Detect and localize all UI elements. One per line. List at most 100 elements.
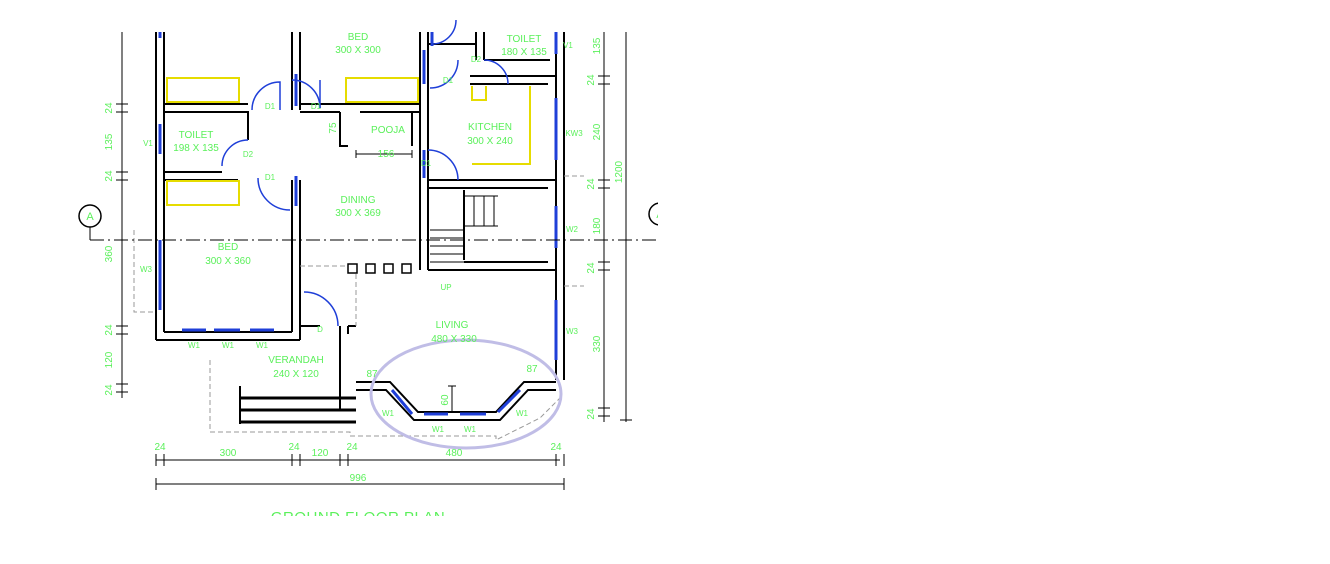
dim-bay-b: 87 (526, 364, 538, 375)
tag-w1-e: W1 (432, 425, 445, 434)
tag-v1-left: V1 (143, 139, 153, 148)
dim-bottom-f: 480 (446, 448, 463, 459)
dim-right-total: 1200 (614, 160, 625, 183)
tag-d1-a: D1 (265, 102, 276, 111)
dim-right-f: 24 (586, 262, 597, 274)
dim-left-c: 24 (104, 170, 115, 182)
dim-line-pooja (355, 150, 413, 158)
room-bed-left-size: 300 X 360 (205, 256, 251, 267)
windows (158, 32, 558, 416)
opening-tags: D1 D1 D1 D1 D1 D2 D2 D V1 V1 KW3 W2 W3 W… (140, 41, 583, 434)
tag-d: D (317, 325, 323, 334)
dim-pooja-h: 75 (328, 122, 339, 134)
dim-bottom-c: 24 (288, 442, 300, 453)
wardrobe-bed-top-left (166, 77, 240, 103)
staircase (430, 195, 498, 263)
dashed-left (133, 230, 156, 313)
tag-d1-d: D1 (443, 76, 454, 85)
room-verandah-name: VERANDAH (268, 355, 324, 366)
dim-line-left (116, 32, 128, 398)
tag-d2-a: D2 (243, 150, 254, 159)
column-1 (347, 263, 358, 274)
dim-pooja-w: 156 (378, 149, 395, 160)
wall-bed-bottom (156, 331, 300, 341)
wall-toilet-left (164, 103, 249, 181)
room-pooja-name: POOJA (371, 125, 405, 136)
wall-stairs (428, 261, 556, 271)
room-bed-top-name: BED (348, 32, 369, 43)
wardrobe-bed-left (166, 180, 240, 206)
room-toilet-left-size: 198 X 135 (173, 143, 219, 154)
dim-bay-a: 87 (366, 369, 378, 380)
grid-marker-right-crop (658, 196, 678, 236)
tag-w3-right: W3 (566, 327, 579, 336)
room-bed-left-name: BED (218, 242, 239, 253)
wall-kitchen (428, 75, 556, 260)
room-toilet-top-name: TOILET (507, 34, 542, 45)
dim-left-a: 24 (104, 102, 115, 114)
dim-right-d: 24 (586, 178, 597, 190)
walls (155, 32, 565, 424)
door-verandah (303, 291, 339, 327)
tag-w1-d: W1 (382, 409, 395, 418)
tag-w3-left: W3 (140, 265, 153, 274)
dimension-lines (116, 32, 632, 490)
door-kitchen (427, 149, 459, 181)
tag-up: UP (440, 283, 451, 292)
dashed-bottom (209, 360, 561, 441)
tag-w1-b: W1 (222, 341, 235, 350)
grid-marker-left: A (78, 204, 102, 240)
door-bed-top-l (251, 81, 281, 111)
dim-left-d: 360 (104, 245, 115, 262)
tag-w1-f: W1 (464, 425, 477, 434)
dim-right-a: 135 (592, 37, 603, 54)
dim-line-right-total (620, 32, 632, 422)
tag-d1-c: D1 (265, 173, 276, 182)
wall-bay (356, 381, 556, 421)
tag-w1-c: W1 (256, 341, 269, 350)
room-toilet-top-size: 180 X 135 (501, 47, 547, 58)
dim-bay-c: 60 (440, 394, 451, 406)
room-kitchen-size: 300 X 240 (467, 136, 513, 147)
wardrobes (166, 77, 531, 206)
dim-left-e: 24 (104, 324, 115, 336)
dim-bottom-d: 120 (312, 448, 329, 459)
wall-bed-right (291, 180, 301, 340)
stair-treads (430, 195, 498, 263)
wardrobe-bed-top-right (345, 77, 419, 103)
door-toilet-top-2 (483, 59, 509, 85)
dim-left-f: 120 (104, 351, 115, 368)
columns (347, 263, 412, 274)
tag-w1-g: W1 (516, 409, 529, 418)
dim-right-c: 240 (592, 123, 603, 140)
dim-line-bottom (155, 454, 565, 466)
highlight-ellipse (369, 338, 563, 450)
wall-toilet-top (428, 32, 550, 61)
door-bed-left (257, 177, 291, 211)
column-4 (401, 263, 412, 274)
dim-left-g: 24 (104, 384, 115, 396)
room-kitchen-name: KITCHEN (468, 122, 512, 133)
dim-bottom-b: 300 (220, 448, 237, 459)
window-bay-l (390, 389, 414, 415)
title-crop-mask (250, 516, 470, 536)
room-verandah-size: 240 X 120 (273, 369, 319, 380)
room-living-name: LIVING (436, 320, 469, 331)
column-3 (383, 263, 394, 274)
window-bay-r (496, 388, 522, 414)
door-kitchen-top (429, 59, 459, 89)
dim-line-right (598, 32, 610, 422)
dim-bottom-g: 24 (550, 442, 562, 453)
verandah-steps (240, 396, 356, 424)
tag-w2: W2 (566, 225, 579, 234)
dim-line-bay-c (448, 385, 456, 412)
room-dining-size: 300 X 369 (335, 208, 381, 219)
room-dining-name: DINING (341, 195, 376, 206)
tag-w1-a: W1 (188, 341, 201, 350)
dim-right-h: 24 (586, 408, 597, 420)
kitchen-counter (471, 86, 531, 165)
room-labels: BED 300 X 300 TOILET 180 X 135 TOILET 19… (173, 32, 547, 380)
dimension-labels: 24 300 24 120 24 480 24 996 24 135 24 36… (104, 37, 625, 484)
dim-right-g: 330 (592, 335, 603, 352)
